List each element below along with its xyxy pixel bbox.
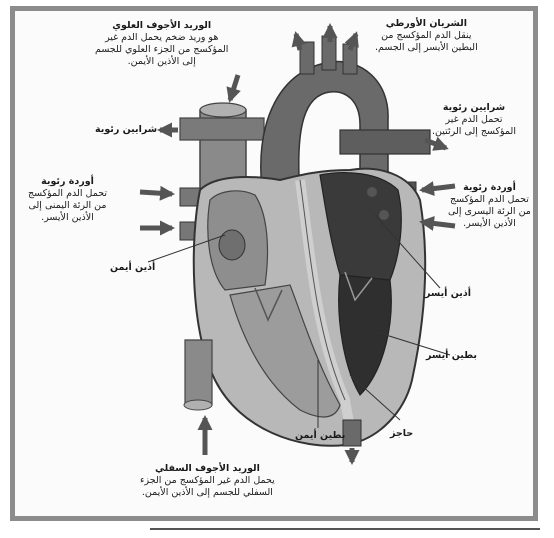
superior-vena-cava-line-1: هو وريد ضخم يحمل الدم غير xyxy=(95,32,228,44)
label-left-ventricle: بطين أيسر xyxy=(426,350,477,362)
aorta-title: الشريان الأورطي xyxy=(375,18,478,30)
pulmonary-artery-right-line-2: المؤكسج إلى الرئتين. xyxy=(432,126,516,138)
label-aorta: الشريان الأورطي ينقل الدم المؤكسج من الب… xyxy=(375,18,478,54)
pulmonary-veins-right-title: أوردة رئوية xyxy=(448,182,531,194)
left-ventricle-title: بطين أيسر xyxy=(426,350,477,362)
pulmonary-vein-opening-2 xyxy=(379,210,389,220)
inferior-vena-cava-line-2: السفلي للجسم إلى الأذين الأيمن. xyxy=(140,487,275,499)
right-ventricle-title: بطين أيمن xyxy=(295,430,345,442)
right-pulmonary-artery-branch xyxy=(340,130,430,154)
pulmonary-veins-right-line-1: تحمل الدم المؤكسج xyxy=(448,194,531,206)
inferior-vena-cava xyxy=(185,340,212,405)
label-right-ventricle: بطين أيمن xyxy=(295,430,345,442)
svc-opening xyxy=(200,103,246,117)
label-right-atrium: أذين أيمن xyxy=(110,262,155,274)
left-pulmonary-artery-branch xyxy=(180,118,264,140)
aorta-branch-1 xyxy=(300,42,314,74)
arrow-pv-left-upper xyxy=(140,192,172,194)
label-pulmonary-artery-right: شرايين رئوية تحمل الدم غير المؤكسج إلى ا… xyxy=(432,102,516,138)
pulmonary-veins-right-line-3: الأذين الأيسر. xyxy=(448,218,531,230)
superior-vena-cava-title: الوريد الأجوف العلوي xyxy=(95,20,228,32)
aorta-line-1: ينقل الدم المؤكسج من xyxy=(375,30,478,42)
superior-vena-cava-line-3: إلى الأذين الأيمن. xyxy=(95,56,228,68)
pulmonary-veins-left-line-1: تحمل الدم المؤكسج xyxy=(28,188,107,200)
pulmonary-veins-left-title: أوردة رئوية xyxy=(28,176,107,188)
ivc-opening xyxy=(184,400,212,410)
label-pulmonary-veins-left: أوردة رئوية تحمل الدم المؤكسج من الرئة ا… xyxy=(28,176,107,224)
label-inferior-vena-cava: الوريد الأجوف السفلي يحمل الدم غير المؤك… xyxy=(140,463,275,499)
label-pulmonary-artery-left: شرايين رئوية xyxy=(95,124,157,136)
descending-aorta xyxy=(343,420,361,446)
label-left-atrium: أذين أيسر xyxy=(425,288,471,300)
right-atrium-opening xyxy=(219,230,245,260)
inferior-vena-cava-title: الوريد الأجوف السفلي xyxy=(140,463,275,475)
arrow-svc-in xyxy=(230,75,238,100)
pulmonary-veins-left-line-2: من الرئة اليمنى إلى xyxy=(28,200,107,212)
septum-title: حاجز xyxy=(390,428,413,440)
pulmonary-veins-right-line-2: من الرئة اليسرى إلى xyxy=(448,206,531,218)
inferior-vena-cava-line-1: يحمل الدم غير المؤكسج من الجزء xyxy=(140,475,275,487)
label-septum: حاجز xyxy=(390,428,413,440)
arrow-aorta-1 xyxy=(296,34,300,50)
superior-vena-cava-line-2: المؤكسج من الجزء العلوي للجسم xyxy=(95,44,228,56)
left-atrium-title: أذين أيسر xyxy=(425,288,471,300)
right-atrium-title: أذين أيمن xyxy=(110,262,155,274)
label-superior-vena-cava: الوريد الأجوف العلوي هو وريد ضخم يحمل ال… xyxy=(95,20,228,68)
aorta-line-2: البطين الأيسر إلى الجسم. xyxy=(375,42,478,54)
pulmonary-veins-left-line-3: الأذين الأيسر. xyxy=(28,212,107,224)
pulmonary-vein-opening-1 xyxy=(367,187,377,197)
label-pulmonary-veins-right: أوردة رئوية تحمل الدم المؤكسج من الرئة ا… xyxy=(448,182,531,230)
pulmonary-artery-right-line-1: تحمل الدم غير xyxy=(432,114,516,126)
pulmonary-artery-left-title: شرايين رئوية xyxy=(95,124,157,136)
pulmonary-artery-right-title: شرايين رئوية xyxy=(432,102,516,114)
